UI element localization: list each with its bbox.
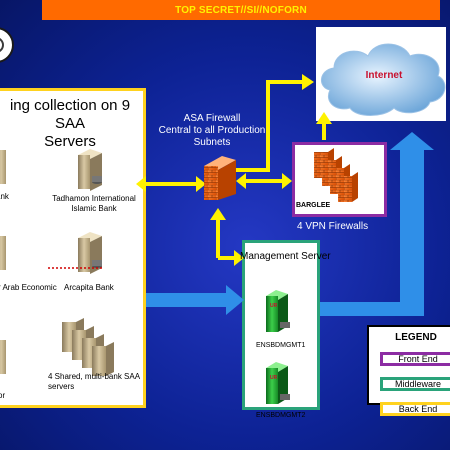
bank-label-1: ank xyxy=(0,192,9,201)
blue-exfil-arrow xyxy=(320,132,434,316)
bank-label-2: Tadhamon International Islamic Bank xyxy=(52,194,136,213)
saa-server-icon-1 xyxy=(0,150,6,184)
vpn-to-internet-arrow xyxy=(316,112,332,140)
server-label-2: ENSBDMGMT2 xyxy=(256,412,306,419)
collection-title: ing collection on 9 SAA Servers xyxy=(0,97,146,151)
bank-label-4: Arcapita Bank xyxy=(64,283,114,292)
vpn-firewalls-icon xyxy=(314,148,358,202)
saa-server-icon-2 xyxy=(78,149,102,191)
barglee-label: BARGLEE xyxy=(296,202,331,209)
svg-text:UR: UR xyxy=(270,375,278,381)
management-server-icon-2: UR xyxy=(266,362,290,404)
server-label-1: ENSBDMGMT1 xyxy=(256,342,306,349)
classification-banner: TOP SECRET//SI//NOFORN xyxy=(42,0,440,20)
shared-saa-servers-icon xyxy=(62,318,114,376)
yellow-connection-arrows xyxy=(136,74,314,266)
svg-text:UR: UR xyxy=(270,303,278,309)
bank-label-3: r Arab Economic xyxy=(0,283,57,292)
bank-label-5: or xyxy=(0,391,6,400)
collection-title-line2: Servers xyxy=(44,133,96,150)
bank-label-6: 4 Shared, multi-bank SAA servers xyxy=(48,372,141,391)
saa-server-icon-3 xyxy=(0,236,6,270)
asa-firewall-label: ASA Firewall Central to all Production S… xyxy=(158,113,266,148)
collection-title-line1: ing collection on 9 SAA xyxy=(9,97,131,132)
internet-label: Internet xyxy=(366,70,403,81)
saa-server-icon-5 xyxy=(0,340,6,374)
blue-data-flow-arrow xyxy=(146,285,244,315)
saa-server-icon-4 xyxy=(78,232,102,274)
internet-cloud-icon xyxy=(321,43,446,116)
legend-back-end: Back End xyxy=(380,402,450,416)
legend-front-end: Front End xyxy=(380,352,450,366)
vpn-firewalls-box xyxy=(292,142,387,217)
legend-middleware: Middleware xyxy=(380,377,450,391)
asa-firewall-icon xyxy=(204,156,236,200)
vpn-firewalls-caption: 4 VPN Firewalls xyxy=(297,221,369,232)
management-server-icon-1: UR xyxy=(266,290,290,332)
legend-title: LEGEND xyxy=(395,332,437,343)
management-server-title: Management Server xyxy=(240,251,331,262)
